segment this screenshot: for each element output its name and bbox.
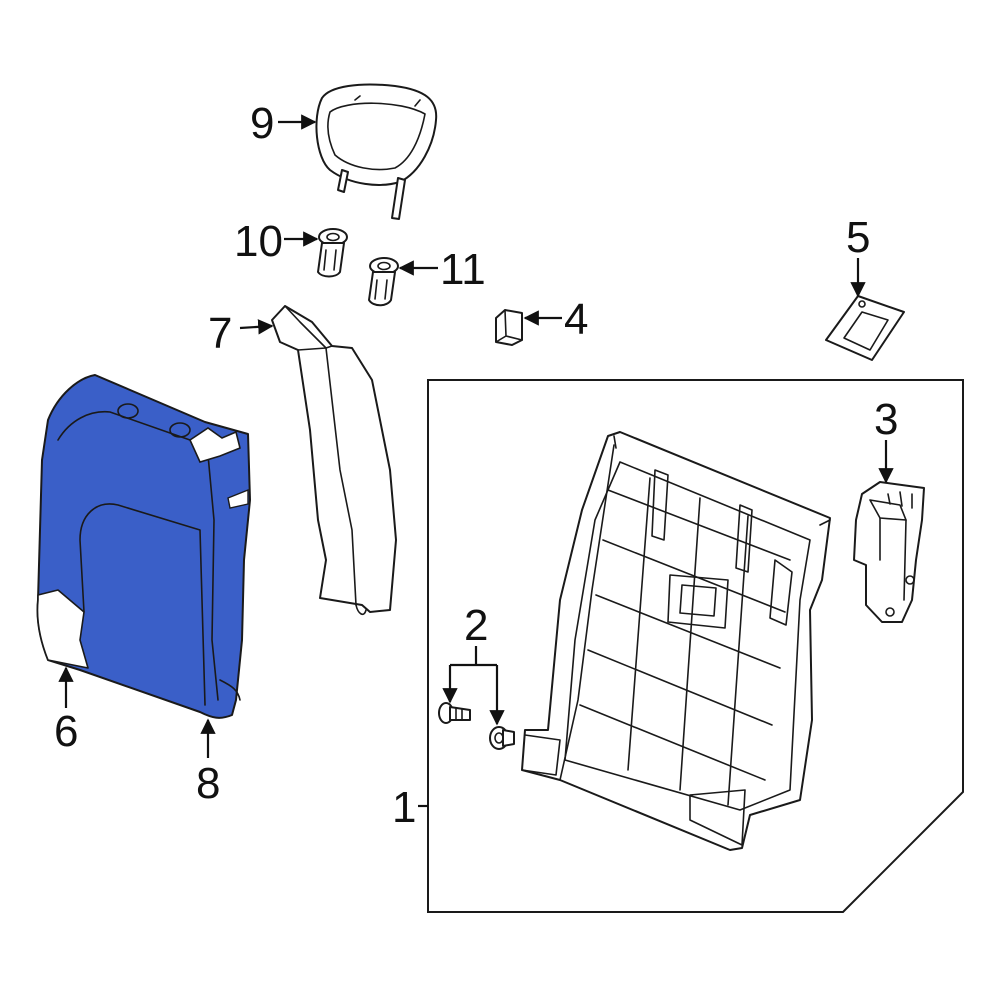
bolt-part-2[interactable] <box>438 702 471 724</box>
nut-part-2[interactable] <box>489 726 515 750</box>
side-trim-panel-part-7[interactable] <box>271 305 397 616</box>
callout-5: 5 <box>846 213 870 262</box>
leader-lines <box>58 114 894 808</box>
headrest-guide-part-11[interactable] <box>368 257 399 307</box>
clip-part-4[interactable] <box>495 309 523 346</box>
callout-10: 10 <box>234 217 283 266</box>
callout-11: 11 <box>440 245 486 294</box>
hinge-bracket-part-3[interactable] <box>853 481 925 623</box>
callout-9: 9 <box>250 99 274 148</box>
release-bezel-part-5[interactable] <box>825 295 905 361</box>
headrest-guide-part-10[interactable] <box>317 228 348 278</box>
headrest-part[interactable] <box>315 83 438 220</box>
assembly-box-outline <box>427 379 964 913</box>
callout-7: 7 <box>208 309 232 358</box>
callout-4: 4 <box>564 295 588 344</box>
seat-back-cover-part-6-8[interactable] <box>36 374 251 719</box>
callout-8: 8 <box>196 759 220 808</box>
callout-3: 3 <box>874 395 898 444</box>
seat-back-frame-part-1[interactable] <box>521 431 831 851</box>
callout-6: 6 <box>54 707 78 756</box>
callout-2: 2 <box>464 601 488 650</box>
callout-1: 1 <box>392 783 416 832</box>
